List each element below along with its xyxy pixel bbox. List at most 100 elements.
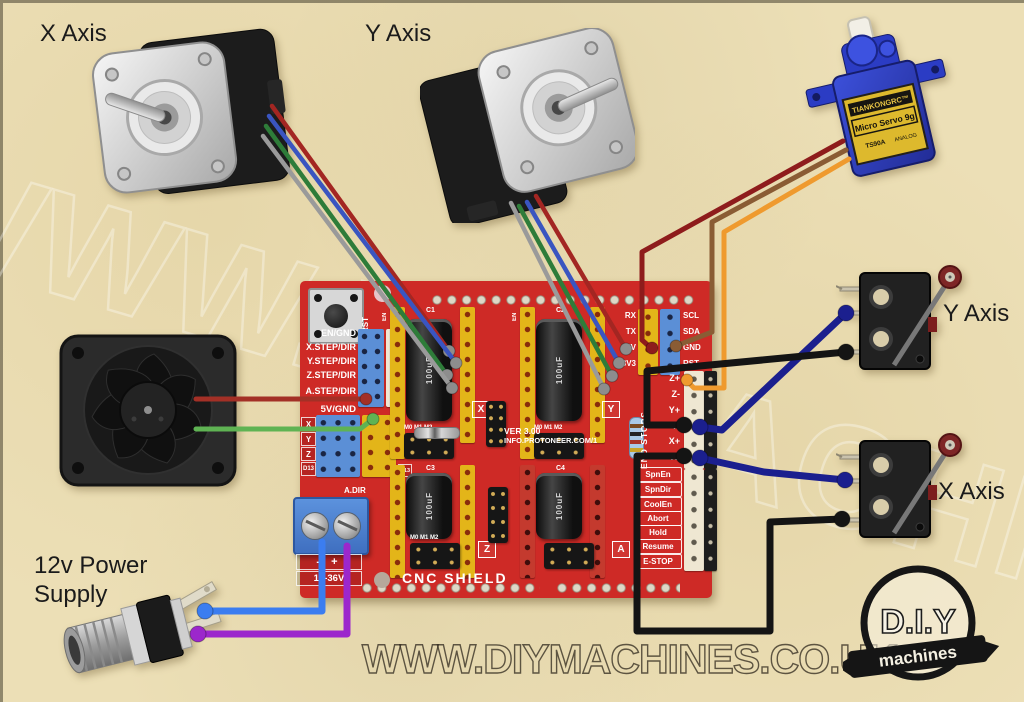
label-scl: SCL xyxy=(683,311,699,320)
cooling-fan xyxy=(59,334,237,487)
x-axis-stepper-motor xyxy=(92,28,290,194)
micro-servo: TIANKONGRC™ Micro Servo 9g TS90A ANALOG xyxy=(805,16,946,177)
cnc-shield-board: RST EN/GND X.STEP/DIR Y.STEP/DIR Z.STEP/… xyxy=(293,281,717,598)
cap-designator: C4 xyxy=(556,465,565,472)
terminal-polarity-label: - + xyxy=(296,554,362,570)
control-hold: Hold xyxy=(634,525,682,540)
jumper-label: M0 M1 M2 xyxy=(410,535,439,541)
aux-pin-header xyxy=(486,401,506,447)
label-rx: RX xyxy=(624,311,636,320)
jumper-label: M0 M1 M2 xyxy=(534,425,563,431)
capacitor: 100uF xyxy=(406,319,452,421)
mounting-hole-top xyxy=(374,285,391,302)
label-5v-gnd: 5V/GND xyxy=(320,404,356,415)
axis-jumper-grid-blue xyxy=(316,415,360,477)
capacitor: 100uF xyxy=(406,473,452,539)
x-axis-limit-switch xyxy=(836,433,962,538)
endstop-header-pins xyxy=(704,371,717,469)
diode xyxy=(414,427,460,439)
driver-label-y: Y xyxy=(602,401,620,418)
control-header-pins xyxy=(704,469,717,571)
reset-label: RST xyxy=(361,317,370,333)
label-gnd: GND xyxy=(683,343,701,352)
label-x-step-dir: X.STEP/DIR xyxy=(305,342,356,352)
terminal-voltage-label: 12-36V xyxy=(296,571,362,586)
en-label: EN xyxy=(382,312,388,321)
microstep-jumper-block xyxy=(534,433,584,459)
mounting-hole-bottom xyxy=(374,572,390,588)
bottom-pin-row-right xyxy=(555,582,680,595)
endstop-label-x-plus: X+ xyxy=(668,436,680,446)
endstops-title: END STOPS xyxy=(639,411,649,469)
label-en-gnd: EN/GND xyxy=(320,328,356,338)
x-motor-annotation: X Axis xyxy=(40,20,107,47)
resistor xyxy=(629,417,644,459)
capacitor: 100uF xyxy=(536,319,582,421)
control-header-white xyxy=(684,469,704,571)
control-spnen: SpnEn xyxy=(634,467,682,482)
board-version: VER 3.00 xyxy=(504,426,541,436)
control-coolen: CoolEn xyxy=(634,497,682,512)
pin-header-yellow xyxy=(460,307,475,443)
driver-label-x: X xyxy=(472,401,490,418)
row-label-y: Y xyxy=(301,432,316,446)
label-z-step-dir: Z.STEP/DIR xyxy=(306,370,356,380)
cap-designator: C3 xyxy=(426,465,435,472)
step-dir-header-blue xyxy=(358,329,384,407)
aux-pin-header xyxy=(488,487,508,543)
control-spndir: SpnDir xyxy=(634,482,682,497)
svg-text:ANALOG: ANALOG xyxy=(894,132,918,143)
row-label-x: X xyxy=(301,417,316,431)
label-3v3: 3V3 xyxy=(621,359,636,368)
serial-header-yellow xyxy=(638,309,658,375)
row-label-d13: D13 xyxy=(301,462,316,476)
y-axis-stepper-motor xyxy=(420,28,635,223)
board-title: CNC SHIELD xyxy=(402,570,508,586)
endstop-label-x-minus: X- xyxy=(671,452,680,462)
diy-machines-logo: D.I.Y machines xyxy=(843,565,1000,681)
endstop-header-white xyxy=(684,371,704,469)
pin-header-yellow xyxy=(390,465,405,578)
label-5v: 5V xyxy=(626,343,636,352)
microstep-jumper-block xyxy=(410,543,460,569)
terminal-screw-negative xyxy=(301,512,329,540)
svg-text:D.I.Y: D.I.Y xyxy=(880,603,956,641)
power-terminal-block xyxy=(293,497,369,555)
watermark-bottom: WWW.DIYMACHINES.CO.UK xyxy=(361,635,898,682)
x-switch-annotation: X Axis xyxy=(938,478,1005,505)
top-pin-row xyxy=(430,294,698,307)
pin-header-yellow xyxy=(390,307,405,459)
label-a-dir: A.DIR xyxy=(344,486,366,495)
serial-header-blue xyxy=(660,309,680,375)
endstop-label-z-minus: Z- xyxy=(671,389,681,399)
power-annotation-line2: Supply xyxy=(34,581,108,608)
board-info-url: INFO.PROTONEER.COM/1 xyxy=(504,436,598,445)
capacitor: 100uF xyxy=(536,473,582,539)
row-label-z: Z xyxy=(301,447,316,461)
power-annotation-line1: 12v Power xyxy=(34,552,148,579)
label-tx: TX xyxy=(625,327,636,336)
y-switch-annotation: Y Axis xyxy=(943,300,1010,327)
power-annotation: 12v Power Supply xyxy=(34,551,147,609)
driver-label-z: Z xyxy=(478,541,496,558)
control-estop: E-STOP xyxy=(634,554,682,569)
label-sda: SDA xyxy=(683,327,700,336)
cap-designator: C1 xyxy=(426,307,435,314)
cap-designator: C2 xyxy=(556,307,565,314)
pin-header-yellow xyxy=(460,465,475,578)
microstep-jumper-block xyxy=(544,543,594,569)
endstop-label-z-plus: Z+ xyxy=(669,373,680,383)
control-abort: Abort xyxy=(634,511,682,526)
endstop-label-y-plus: Y+ xyxy=(668,405,680,415)
svg-text:TS90A: TS90A xyxy=(865,139,887,150)
y-axis-limit-switch xyxy=(836,265,962,370)
pin-header-yellow xyxy=(590,307,605,443)
pin-header-red xyxy=(520,465,535,578)
driver-label-a: A xyxy=(612,541,630,558)
label-rst: RST xyxy=(683,359,699,368)
en-label: EN xyxy=(512,312,518,321)
endstop-label-y-minus: Y- xyxy=(671,421,680,431)
label-y-step-dir: Y.STEP/DIR xyxy=(306,356,356,366)
y-motor-annotation: Y Axis xyxy=(365,20,432,47)
